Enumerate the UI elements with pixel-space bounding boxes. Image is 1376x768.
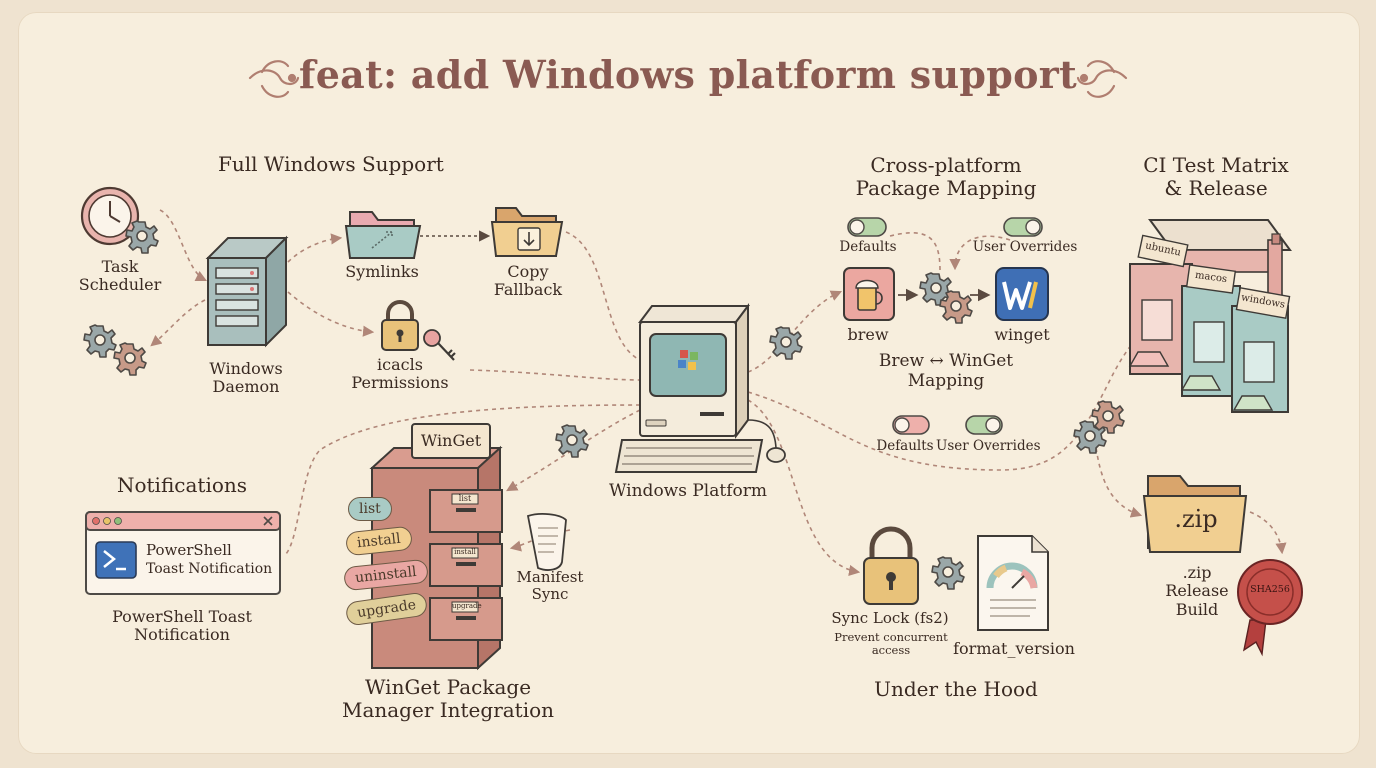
key-icon	[423, 329, 456, 361]
toggle-label-defaults-2: Defaults	[876, 438, 934, 454]
gear-icon	[769, 326, 803, 360]
zip-folder-label: .zip	[1174, 505, 1218, 533]
drawer-tag-list: list	[458, 494, 472, 503]
brew-label: brew	[847, 325, 889, 344]
icacls-label: icacls Permissions	[351, 355, 449, 393]
symlinks-label: Symlinks	[345, 262, 419, 281]
padlock-icon	[381, 300, 419, 351]
factory-icon	[1128, 219, 1292, 413]
winget-logo-icon	[995, 267, 1049, 321]
sync-lock-label: Sync Lock (fs2)	[831, 609, 949, 627]
winget-sign: WinGet	[420, 431, 482, 450]
winget-label: winget	[994, 325, 1050, 344]
toggle-label-overrides-2: User Overrides	[936, 438, 1041, 454]
folder-icon	[344, 211, 422, 259]
zip-folder-icon	[1142, 475, 1248, 553]
gear-icon	[931, 556, 965, 590]
section-heading-hood: Under the Hood	[874, 677, 1038, 701]
toggle-label-overrides: User Overrides	[972, 239, 1078, 255]
toggle-icon	[847, 217, 887, 237]
drawer-tag-upgrade: upgrade	[452, 602, 482, 610]
toggle-label-defaults: Defaults	[839, 239, 897, 255]
beer-mug-icon	[843, 267, 895, 321]
section-heading-notifications: Notifications	[116, 473, 248, 497]
windows-platform-label: Windows Platform	[609, 481, 767, 501]
toggle-icon	[965, 415, 1003, 435]
copy-fallback-label: Copy Fallback	[493, 262, 563, 300]
zip-release-label: .zip Release Build	[1165, 563, 1229, 619]
flourish-right-icon	[1076, 60, 1128, 98]
brew-winget-mapping-caption: Brew ↔ WinGet Mapping	[878, 351, 1014, 391]
task-scheduler-label: Task Scheduler	[78, 257, 162, 295]
gear-icon	[555, 424, 589, 458]
powershell-toast-caption: PowerShell Toast Notification	[112, 607, 252, 645]
folder-icon	[490, 207, 564, 257]
computer-icon	[614, 303, 786, 473]
toast-icon	[85, 511, 281, 595]
wax-seal-icon	[1237, 559, 1303, 657]
gear-icon	[113, 342, 147, 376]
gear-icon	[1091, 400, 1125, 434]
section-heading-ci: CI Test Matrix & Release	[1143, 153, 1289, 200]
document-gauge-icon	[977, 535, 1049, 631]
section-heading-mapping: Cross-platform Package Mapping	[855, 153, 1037, 200]
padlock-icon	[863, 526, 919, 605]
scroll-icon	[526, 513, 567, 571]
winget-caption: WinGet Package Manager Integration	[341, 675, 555, 722]
sha256-seal-label: SHA256	[1250, 584, 1290, 595]
windows-daemon-label: Windows Daemon	[209, 359, 283, 397]
section-heading-full-windows: Full Windows Support	[218, 152, 444, 176]
manifest-sync-label: Manifest Sync	[516, 568, 584, 604]
toggle-icon	[1003, 217, 1043, 237]
toast-body: Toast Notification	[146, 561, 273, 577]
gear-icon	[83, 324, 117, 358]
page-title: feat: add Windows platform support	[299, 52, 1077, 97]
drawer-tag-install: install	[454, 548, 476, 556]
command-pill-list: list	[348, 497, 392, 521]
connector-lines	[150, 209, 1287, 576]
toggle-icon	[892, 415, 930, 435]
server-icon	[205, 235, 289, 348]
toast-title: PowerShell	[146, 541, 232, 559]
format-version-label: format_version	[953, 639, 1075, 658]
flourish-left-icon	[248, 60, 300, 98]
clock-icon	[80, 186, 140, 246]
sync-lock-sub: Prevent concurrent access	[834, 630, 948, 658]
